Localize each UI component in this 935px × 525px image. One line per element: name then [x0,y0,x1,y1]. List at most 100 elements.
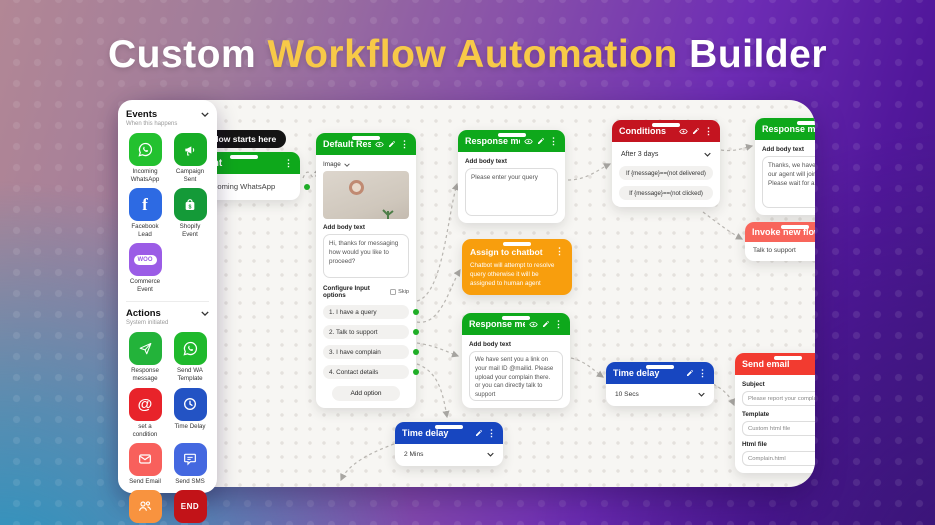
whatsapp-icon [128,133,162,166]
response-thanks-title: Response mess... [762,124,815,134]
input-option-3[interactable]: 3. I have complain [323,345,419,359]
condition-rule-2[interactable]: If {message}==(not clicked) [619,186,713,200]
add-option-button[interactable]: Add option [332,386,400,401]
time-delay-10-header[interactable]: Time delay ⋮ [606,362,714,384]
node-handle[interactable] [352,136,380,140]
node-handle[interactable] [435,425,463,429]
time-delay-2-node[interactable]: Time delay ⋮ 2 Mins [395,422,503,466]
skip-label: Skip [398,289,409,295]
node-handle[interactable] [646,365,674,369]
template-input[interactable]: Custom html file [742,421,815,436]
body-text-input[interactable]: Thanks, we have received.. our agent wil… [762,156,815,208]
time-delay-2-header[interactable]: Time delay ⋮ [395,422,503,444]
default-response-header[interactable]: Default Resp... ⋮ [316,133,416,155]
kebab-menu-icon[interactable]: ⋮ [555,246,564,256]
response-query-node[interactable]: Response me... ⋮ Add body text Please en… [458,130,565,223]
html-file-input[interactable]: Complain.html [742,451,815,466]
body-text-input[interactable]: Please enter your query [465,168,558,216]
output-connector-dot[interactable] [413,349,419,355]
palette-item-label: set a condition [132,422,158,438]
title-part-builder: Builder [677,33,827,76]
eye-icon[interactable] [375,140,384,149]
duration-select[interactable]: 10 Secs [613,388,707,400]
output-connector-dot[interactable] [413,369,419,375]
node-handle[interactable] [781,225,809,229]
palette-item-send-email[interactable]: Send Email [126,442,164,486]
palette-item-label: Campaign Sent [175,168,205,184]
response-mail-node[interactable]: Response mes... ⋮ Add body text We have … [462,313,570,408]
palette-item-assign-agent[interactable]: Assign Agent [126,489,164,525]
pencil-icon[interactable] [537,137,545,145]
palette-item-facebook-lead[interactable]: f Facebook Lead [126,188,164,239]
image-select[interactable]: Image [323,161,409,168]
node-handle[interactable] [503,242,531,246]
node-handle[interactable] [230,155,258,159]
input-option-1[interactable]: 1. I have a query [323,305,419,319]
node-handle[interactable] [502,316,530,320]
response-mail-header[interactable]: Response mes... ⋮ [462,313,570,335]
palette-item-set-condition[interactable]: @ set a condition [126,387,164,439]
subject-input[interactable]: Please report your complain here [742,391,815,406]
workflow-canvas[interactable]: Flow starts here Event ⋮ On Incoming Wha… [135,100,815,487]
conditions-header[interactable]: Conditions ⋮ [612,120,720,142]
kebab-menu-icon[interactable]: ⋮ [698,367,707,378]
send-email-node[interactable]: Send email Subject Please report your co… [735,353,815,473]
palette-item-shopify-event[interactable]: $ Shopify Event [171,188,209,239]
output-connector-dot[interactable] [304,184,310,190]
kebab-menu-icon[interactable]: ⋮ [549,135,558,146]
node-handle[interactable] [652,123,680,127]
pencil-icon[interactable] [475,429,483,437]
invoke-new-flow-node[interactable]: Invoke new flow Talk to support [745,222,815,261]
body-text-label: Add body text [465,158,507,165]
kebab-menu-icon[interactable]: ⋮ [554,318,563,329]
palette-item-incoming-whatsapp[interactable]: Incoming WhatsApp [126,133,164,184]
output-connector-dot[interactable] [413,329,419,335]
eye-icon[interactable] [679,127,688,136]
node-handle[interactable] [497,133,526,137]
eye-icon[interactable] [524,137,533,146]
palette-item-send-sms[interactable]: Send SMS [171,442,209,486]
kebab-menu-icon[interactable]: ⋮ [284,157,293,168]
envelope-icon [128,442,162,476]
palette-item-campaign-sent[interactable]: Campaign Sent [171,133,209,184]
kebab-menu-icon[interactable]: ⋮ [400,138,409,149]
response-thanks-node[interactable]: Response mess... Add body text Thanks, w… [755,118,815,215]
checkbox-icon[interactable] [390,289,397,295]
pencil-icon[interactable] [686,369,694,377]
pencil-icon[interactable] [692,127,700,135]
input-option-4[interactable]: 4. Contact details [323,365,419,379]
palette-item-time-delay[interactable]: Time Delay [171,387,209,439]
body-text-input[interactable]: Hi, thanks for messaging how would you l… [323,234,409,278]
pencil-icon[interactable] [542,320,550,328]
at-icon: @ [128,387,162,421]
eye-icon[interactable] [529,320,538,329]
assign-chatbot-node[interactable]: Assign to chatbot ⋮ Chatbot will attempt… [462,239,572,296]
input-option-2[interactable]: 2. Talk to support [323,325,419,339]
image-thumbnail[interactable] [323,171,409,219]
conditions-node[interactable]: Conditions ⋮ After 3 days If {message}==… [612,120,720,207]
body-text-label: Add body text [323,224,365,231]
output-connector-dot[interactable] [413,309,419,315]
kebab-menu-icon[interactable]: ⋮ [704,125,713,136]
delay-select[interactable]: After 3 days [619,148,713,160]
response-query-header[interactable]: Response me... ⋮ [458,130,565,152]
body-text-input[interactable]: We have sent you a link on your mail ID … [469,351,563,401]
default-response-node[interactable]: Default Resp... ⋮ Image Add body text Hi… [316,133,419,408]
palette-item-end-flow[interactable]: END End flow [171,489,209,525]
node-palette-sidebar: Events When this happens Incoming WhatsA… [118,100,217,525]
palette-item-label: Facebook Lead [131,223,159,239]
palette-item-send-wa-template[interactable]: Send WA Template [171,332,209,383]
node-handle[interactable] [773,356,802,360]
condition-rule-1[interactable]: If {message}==(not delivered) [619,166,713,180]
chevron-down-icon[interactable] [201,311,209,317]
kebab-menu-icon[interactable]: ⋮ [487,427,496,438]
palette-item-response-message[interactable]: Response message [126,332,164,383]
chevron-down-icon[interactable] [201,112,209,117]
duration-select[interactable]: 2 Mins [402,448,496,460]
palette-item-commerce-event[interactable]: WOO Commerce Event [126,243,164,294]
pencil-icon[interactable] [388,140,396,148]
skip-checkbox[interactable]: Skip [390,289,409,295]
time-delay-10-node[interactable]: Time delay ⋮ 10 Secs [606,362,714,406]
duration-value: 10 Secs [615,391,639,398]
node-handle[interactable] [797,121,815,125]
